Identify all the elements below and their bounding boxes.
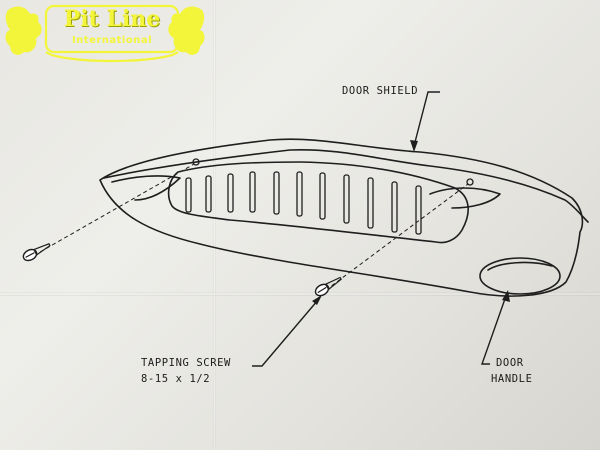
logo-title: Pit Line (63, 6, 161, 32)
vent-panel (167, 161, 469, 244)
vent-slot (205, 175, 212, 213)
paper-fold-vertical (213, 0, 216, 450)
label-tapping-screw-size: 8-15 x 1/2 (141, 373, 211, 385)
shield-left-cove (111, 175, 181, 201)
label-door-shield: DOOR SHIELD (342, 85, 419, 97)
vent-slot (249, 171, 256, 213)
vent-slots (185, 171, 422, 235)
shield-ridge (103, 148, 589, 223)
door-handle-inner (487, 261, 553, 271)
alignment-line-right (325, 183, 469, 291)
arrowhead-tapping-screw (312, 295, 322, 305)
door-handle-shape (479, 257, 561, 295)
vent-slot (296, 171, 303, 217)
vent-slot (227, 173, 234, 213)
screw-center (314, 276, 342, 297)
arrowhead-door-handle (502, 290, 510, 302)
lion-left-icon (5, 6, 42, 55)
handle-recess (429, 187, 501, 209)
leader-tapping-screw (252, 299, 319, 367)
screw-hole-left (192, 158, 200, 166)
logo-subtitle: International (71, 35, 153, 46)
vent-slot (319, 172, 326, 220)
label-door: DOOR (496, 357, 524, 369)
leader-door-handle (481, 295, 507, 365)
pit-line-logo: Pit Line International (2, 2, 208, 72)
vent-slot (343, 174, 350, 224)
vent-slot (273, 171, 280, 215)
paper-fold-horizontal (0, 292, 600, 296)
alignment-line-left (39, 163, 195, 253)
vent-slot (415, 185, 422, 235)
arrowhead-door-shield (410, 140, 418, 152)
leader-door-shield (413, 91, 440, 147)
logo-ribbon (45, 51, 179, 63)
screw-hole-right (466, 178, 474, 186)
label-handle: HANDLE (491, 373, 533, 385)
vent-slot (185, 177, 192, 213)
vent-slot (367, 177, 374, 229)
vent-slot (391, 181, 398, 233)
screw-left (22, 243, 51, 262)
label-tapping-screw: TAPPING SCREW (141, 357, 231, 369)
shield-outline (99, 138, 584, 297)
lion-right-icon (168, 6, 205, 55)
